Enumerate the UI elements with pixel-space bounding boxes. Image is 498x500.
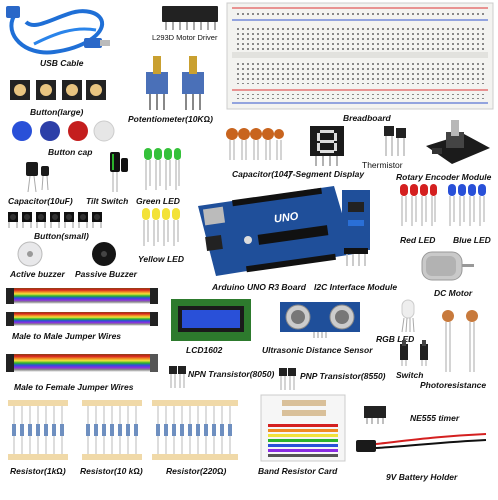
- male-female-jumper-wires: [6, 350, 158, 376]
- active-buzzer: [16, 240, 44, 268]
- arduino-uno-board: UNO: [188, 184, 356, 278]
- ne555-chip: [362, 402, 388, 426]
- button-caps: [8, 118, 116, 144]
- male-male-jumper-wires: [6, 284, 158, 308]
- switch-label: Switch: [396, 370, 424, 380]
- r10k-label: Resistor(10 kΩ): [80, 466, 143, 476]
- ceramic-capacitors: [224, 126, 284, 166]
- button-cap-label: Button cap: [48, 147, 93, 157]
- arduino-uno-label: Arduino UNO R3 Board: [212, 282, 306, 292]
- thermistor-label: Thermistor: [362, 160, 403, 170]
- ne555-label: NE555 timer: [410, 413, 460, 423]
- yellow-leds: [140, 206, 186, 250]
- passive-buzzer-label: Passive Buzzer: [75, 269, 137, 279]
- photoresistors: [436, 306, 486, 376]
- red-led-label: Red LED: [400, 235, 436, 245]
- red-leds: [398, 182, 438, 230]
- seven-segment-display: [308, 124, 346, 168]
- r1k-label: Resistor(1kΩ): [10, 466, 66, 476]
- npn-transistors: [166, 364, 188, 390]
- ultrasonic-label: Ultrasonic Distance Sensor: [262, 345, 373, 355]
- battery-holder-label: 9V Battery Holder: [386, 472, 458, 482]
- lcd1602: [170, 298, 252, 342]
- breadboard-label: Breadboard: [343, 113, 391, 123]
- dc-motor: [416, 248, 476, 284]
- passive-buzzer: [90, 240, 118, 268]
- m2m-wires-label: Male to Male Jumper Wires: [12, 331, 122, 341]
- m2f-wires-label: Male to Female Jumper Wires: [14, 382, 134, 392]
- l293d-label: L293D Motor Driver: [152, 33, 218, 42]
- button-small-label: Button(small): [34, 231, 89, 241]
- rgb-led: [392, 298, 424, 334]
- dc-motor-label: DC Motor: [434, 288, 473, 298]
- button-large-label: Button(large): [30, 107, 84, 117]
- lcd1602-label: LCD1602: [186, 345, 223, 355]
- yellow-led-label: Yellow LED: [138, 254, 184, 264]
- tilt-switch: [106, 150, 130, 194]
- rotary-encoder-label: Rotary Encoder Module: [396, 172, 492, 182]
- resistors-10k: [80, 398, 144, 462]
- potentiometers: [138, 54, 216, 116]
- male-male-jumper-wires-2: [6, 310, 158, 330]
- electrolytic-capacitors: [22, 158, 52, 194]
- potentiometer-label: Potentiometer(10KΩ): [128, 114, 213, 124]
- npn-label: NPN Transistor(8050): [188, 369, 275, 379]
- tilt-switch-label: Tilt Switch: [86, 196, 129, 206]
- pnp-transistors: [276, 366, 298, 392]
- rotary-encoder: [418, 118, 494, 172]
- slide-switches: [396, 340, 436, 368]
- seven-segment-label: 7-Segment Display: [288, 169, 365, 179]
- i2c-module-label: I2C Interface Module: [314, 282, 398, 292]
- thermistor: [380, 122, 410, 158]
- large-buttons: [8, 76, 108, 106]
- blue-led-label: Blue LED: [453, 235, 491, 245]
- battery-holder: [352, 430, 492, 470]
- band-card-label: Band Resistor Card: [258, 466, 338, 476]
- active-buzzer-label: Active buzzer: [10, 269, 65, 279]
- rgb-led-label: RGB LED: [376, 334, 415, 344]
- capacitor-10uf-label: Capacitor(10uF): [8, 196, 73, 206]
- green-leds: [142, 146, 182, 194]
- photoresistance-label: Photoresistance: [420, 380, 487, 390]
- capacitor-104-label: Capacitor(104): [232, 169, 292, 179]
- usb-cable: [4, 4, 114, 62]
- l293d-chip: [160, 2, 220, 32]
- breadboard: [226, 2, 494, 110]
- usb-cable-label: USB Cable: [40, 58, 84, 68]
- ultrasonic-sensor: [278, 296, 362, 340]
- small-buttons: [6, 208, 104, 234]
- green-led-label: Green LED: [136, 196, 180, 206]
- i2c-interface-module: [334, 186, 378, 270]
- resistors-220: [150, 398, 240, 462]
- r220-label: Resistor(220Ω): [166, 466, 227, 476]
- band-resistor-card: [260, 394, 346, 462]
- blue-leds: [446, 182, 490, 230]
- resistors-1k: [6, 398, 70, 462]
- pnp-label: PNP Transistor(8550): [300, 371, 386, 381]
